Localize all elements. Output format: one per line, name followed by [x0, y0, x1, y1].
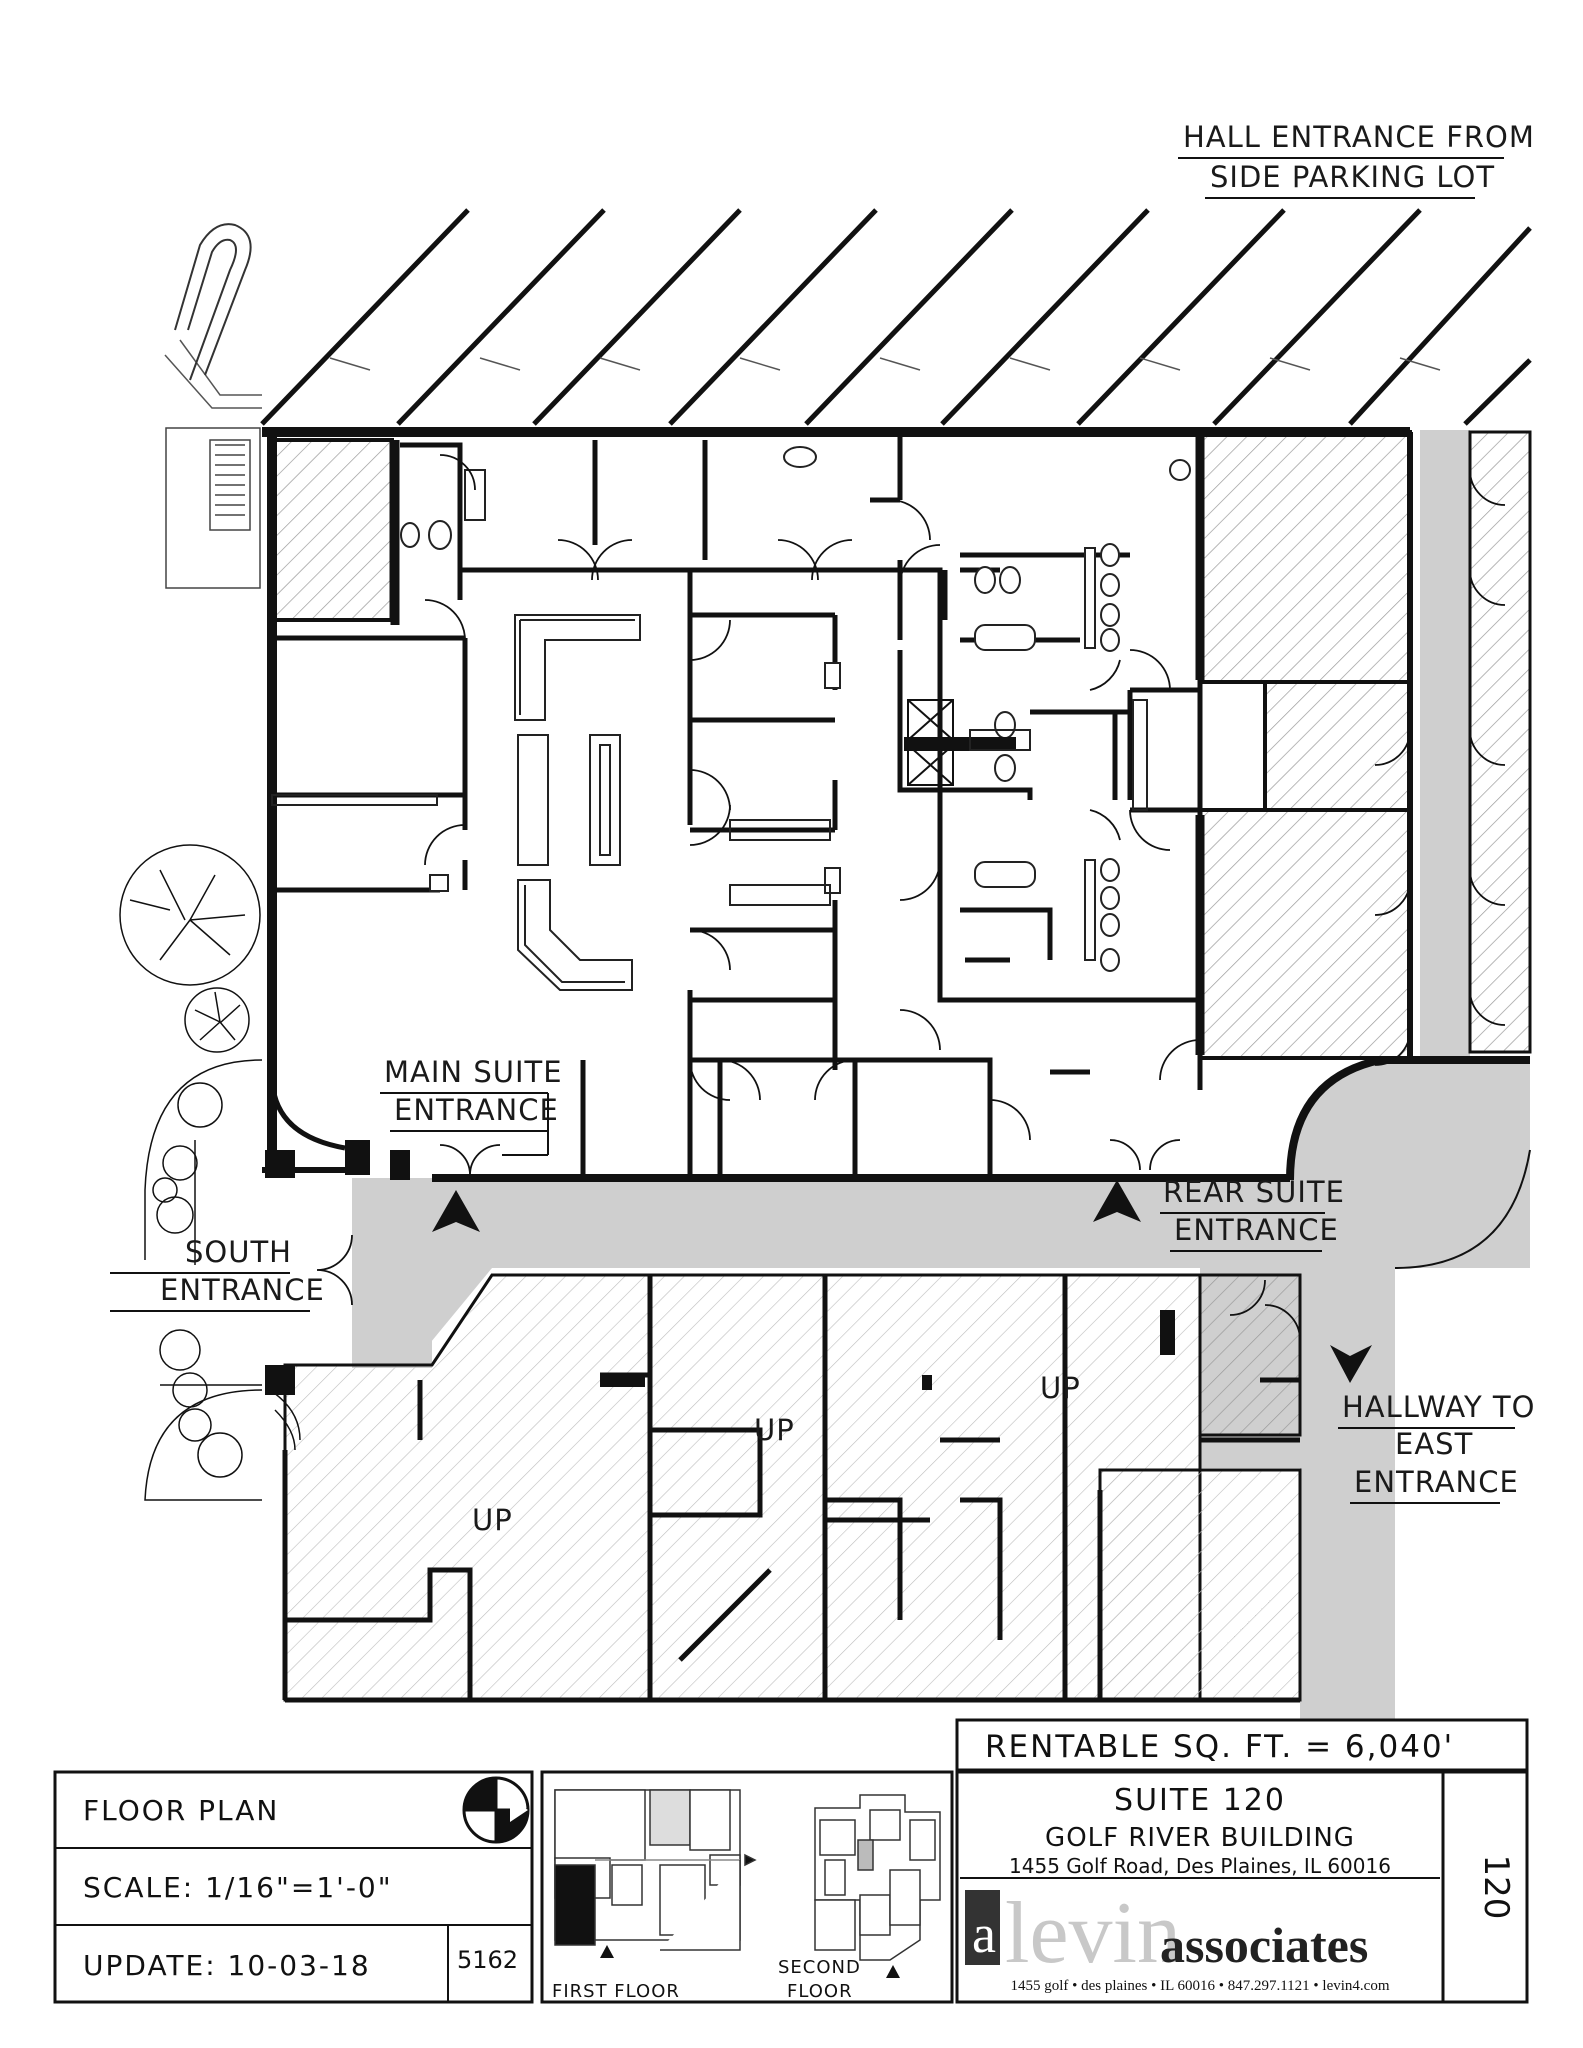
restroom-fixtures: [400, 446, 1191, 972]
svg-text:a: a: [972, 1904, 996, 1964]
svg-text:ENTRANCE: ENTRANCE: [1174, 1213, 1339, 1247]
logo-footer: 1455 golf • des plaines • IL 60016 • 847…: [1010, 1978, 1389, 1994]
building-name: GOLF RIVER BUILDING: [1045, 1823, 1355, 1853]
second-floor-label-1: SECOND: [778, 1957, 861, 1978]
svg-text:REAR SUITE: REAR SUITE: [1163, 1175, 1345, 1209]
reception-desk: [514, 614, 641, 991]
label-hall-entrance: HALL ENTRANCE FROM SIDE PARKING LOT: [1178, 120, 1535, 199]
svg-text:UP: UP: [472, 1503, 513, 1537]
svg-text:UP: UP: [754, 1413, 795, 1447]
label-south-entrance: SOUTH ENTRANCE: [110, 1235, 325, 1312]
rentable-sq-ft: RENTABLE SQ. FT. = 6,040': [985, 1729, 1454, 1765]
hallway-east-arrow: [1330, 1345, 1372, 1383]
svg-text:associates: associates: [1160, 1917, 1368, 1973]
neighbor-spaces-east: [270, 430, 1532, 1060]
svg-text:ENTRANCE: ENTRANCE: [160, 1273, 325, 1307]
svg-text:HALL ENTRANCE FROM: HALL ENTRANCE FROM: [1183, 120, 1535, 154]
elevator: [904, 699, 1016, 786]
label-hallway-east: HALLWAY TO EAST ENTRANCE: [1338, 1390, 1535, 1504]
north-arrow-icon: [462, 1776, 530, 1844]
key-plan-first-floor: [554, 1789, 757, 1951]
label-main-suite-entrance: MAIN SUITE ENTRANCE: [380, 1055, 563, 1156]
parking-lot: [260, 208, 1532, 426]
door-swings: [316, 454, 1506, 1341]
svg-text:HALLWAY TO: HALLWAY TO: [1342, 1390, 1535, 1424]
stair-up-marks: UP UP UP: [472, 1371, 1081, 1537]
structural-walls: [267, 435, 1205, 1100]
svg-text:ENTRANCE: ENTRANCE: [1354, 1465, 1519, 1499]
svg-text:SIDE PARKING LOT: SIDE PARKING LOT: [1210, 160, 1495, 194]
svg-text:levin: levin: [1005, 1885, 1181, 1982]
levin-associates-logo: a levin associates: [965, 1885, 1368, 1982]
cabinet-counter: [271, 699, 1148, 906]
building-address: 1455 Golf Road, Des Plaines, IL 60016: [1009, 1854, 1391, 1878]
first-floor-label: FIRST FLOOR: [552, 1981, 680, 2002]
suite-side-number: 120: [1476, 1855, 1516, 1920]
svg-text:ENTRANCE: ENTRANCE: [394, 1093, 559, 1127]
svg-text:MAIN SUITE: MAIN SUITE: [384, 1055, 563, 1089]
entrance-arrows: [432, 1180, 1372, 1383]
wall-stubs: [265, 1140, 1175, 1760]
rear-entrance-arrow: [1093, 1180, 1141, 1222]
main-entrance-arrow: [432, 1190, 480, 1232]
key-plan-second-floor: [814, 1794, 941, 1961]
suite-number: SUITE 120: [1114, 1783, 1286, 1818]
parking-wheel-stops: [164, 339, 1441, 409]
svg-text:UP: UP: [1040, 1371, 1081, 1405]
svg-text:SOUTH: SOUTH: [185, 1235, 292, 1269]
corridor-curve: [1286, 1056, 1530, 1181]
landscaping: [119, 844, 301, 1501]
neighbor-spaces-south: [283, 1273, 1302, 1702]
curb: [174, 223, 252, 376]
scale-text: SCALE: 1/16"=1'-0": [83, 1871, 393, 1904]
rentable-box: [955, 1718, 1529, 1772]
update-date: UPDATE: 10-03-18: [83, 1949, 371, 1982]
title-block: RENTABLE SQ. FT. = 6,040' FLOOR PLAN SCA…: [53, 1718, 1529, 2004]
svg-text:EAST: EAST: [1395, 1427, 1473, 1461]
exterior-stair: [165, 427, 261, 589]
floor-plan-title: FLOOR PLAN: [83, 1794, 279, 1827]
job-number: 5162: [457, 1946, 518, 1974]
second-floor-label-2: FLOOR: [787, 1981, 853, 2002]
label-rear-suite-entrance: REAR SUITE ENTRANCE: [1160, 1175, 1345, 1252]
